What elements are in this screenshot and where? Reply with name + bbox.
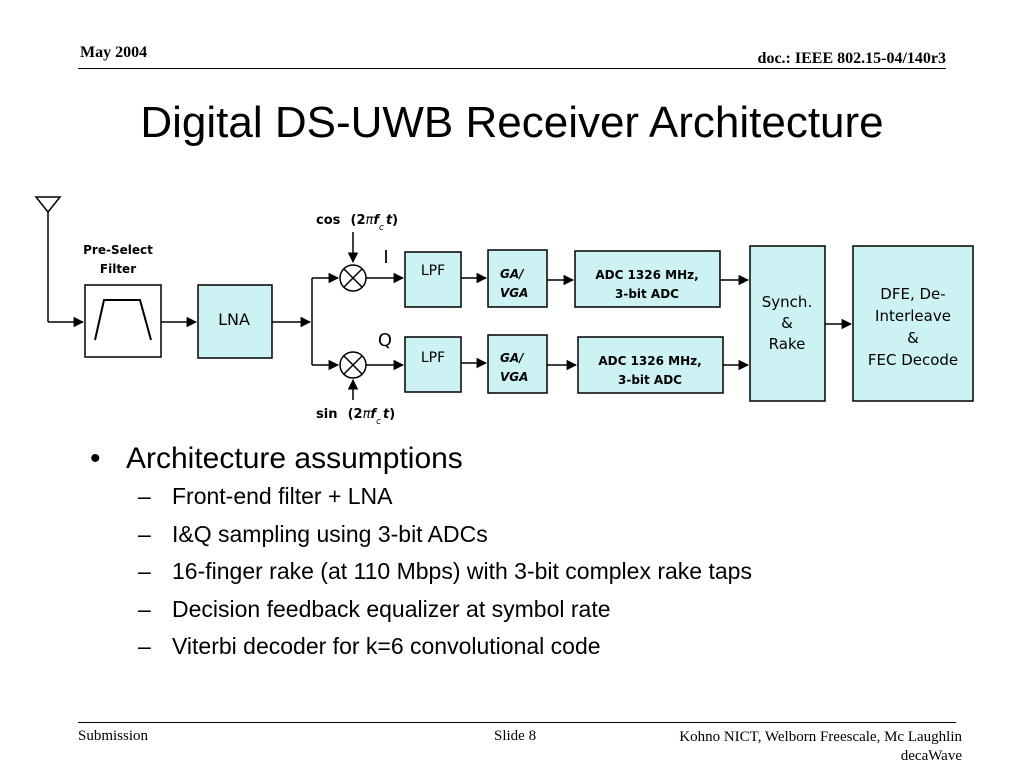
adc-q-block: [577, 336, 724, 394]
footer-rule: [78, 722, 956, 723]
footer-authors-line1: Kohno NICT, Welborn Freescale, Mc Laughl…: [679, 729, 962, 745]
synch-line3: Rake: [769, 335, 806, 353]
footer-submission: Submission: [78, 728, 149, 744]
lpf-q-label: LPF: [421, 350, 445, 366]
footer-authors-line2: decaWave: [900, 748, 962, 764]
adc-i-line2: 3-bit ADC: [615, 287, 679, 301]
preselect-label-line2: Filter: [100, 262, 136, 276]
lpf-i-block: [404, 251, 462, 308]
dfe-line3: &: [907, 329, 919, 347]
preselect-label-line1: Pre-Select: [83, 243, 153, 257]
adc-q-line2: 3-bit ADC: [618, 373, 682, 387]
adc-q-line1: ADC 1326 MHz,: [598, 354, 701, 368]
lpf-i-label: LPF: [421, 263, 445, 279]
q-mixer-icon: [339, 351, 367, 379]
synch-line2: &: [781, 314, 793, 332]
q-label: Q: [378, 330, 392, 351]
bullet-item: –Front-end filter + LNA: [138, 483, 393, 509]
ga-vga-i-block: [487, 249, 548, 308]
adc-i-block: [574, 250, 721, 308]
synch-line1: Synch.: [762, 293, 812, 311]
lna-block: [197, 284, 273, 359]
header-doc-id: doc.: IEEE 802.15-04/140r3: [757, 50, 946, 67]
ga-vga-i-line1: GA/: [500, 267, 525, 281]
header-date: May 2004: [80, 44, 148, 61]
antenna-icon: [34, 196, 85, 328]
bullet-item: –I&Q sampling using 3-bit ADCs: [138, 520, 488, 547]
lna-label: LNA: [218, 310, 250, 329]
ga-vga-q-line1: GA/: [500, 351, 525, 365]
preselect-filter-block: [84, 284, 162, 358]
dfe-line1: DFE, De-: [880, 285, 945, 303]
i-label: I: [383, 247, 388, 268]
slide-title: Digital DS-UWB Receiver Architecture: [140, 98, 884, 147]
ga-vga-q-line2: VGA: [500, 370, 528, 384]
ga-vga-q-block: [487, 334, 548, 394]
adc-i-line1: ADC 1326 MHz,: [595, 268, 698, 282]
i-mixer-icon: [339, 264, 367, 292]
dfe-line4: FEC Decode: [868, 351, 958, 369]
bullet-item: –16-finger rake (at 110 Mbps) with 3-bit…: [138, 558, 752, 584]
bullet-item: –Viterbi decoder for k=6 convolutional c…: [138, 633, 601, 659]
ga-vga-i-line2: VGA: [500, 286, 528, 300]
bullet-list: •Architecture assumptions –Front-end fil…: [90, 440, 752, 666]
dfe-block: [852, 245, 974, 402]
lpf-q-block: [404, 336, 462, 393]
footer-slide-number: Slide 8: [494, 728, 537, 744]
bullet-heading: •Architecture assumptions: [90, 442, 463, 475]
footer-authors: Kohno NICT, Welborn Freescale, Mc Laughl…: [622, 728, 962, 766]
dfe-line2: Interleave: [875, 307, 951, 325]
header-rule: [78, 68, 946, 69]
bullet-item: –Decision feedback equalizer at symbol r…: [138, 595, 611, 622]
bandpass-icon: [94, 299, 152, 341]
